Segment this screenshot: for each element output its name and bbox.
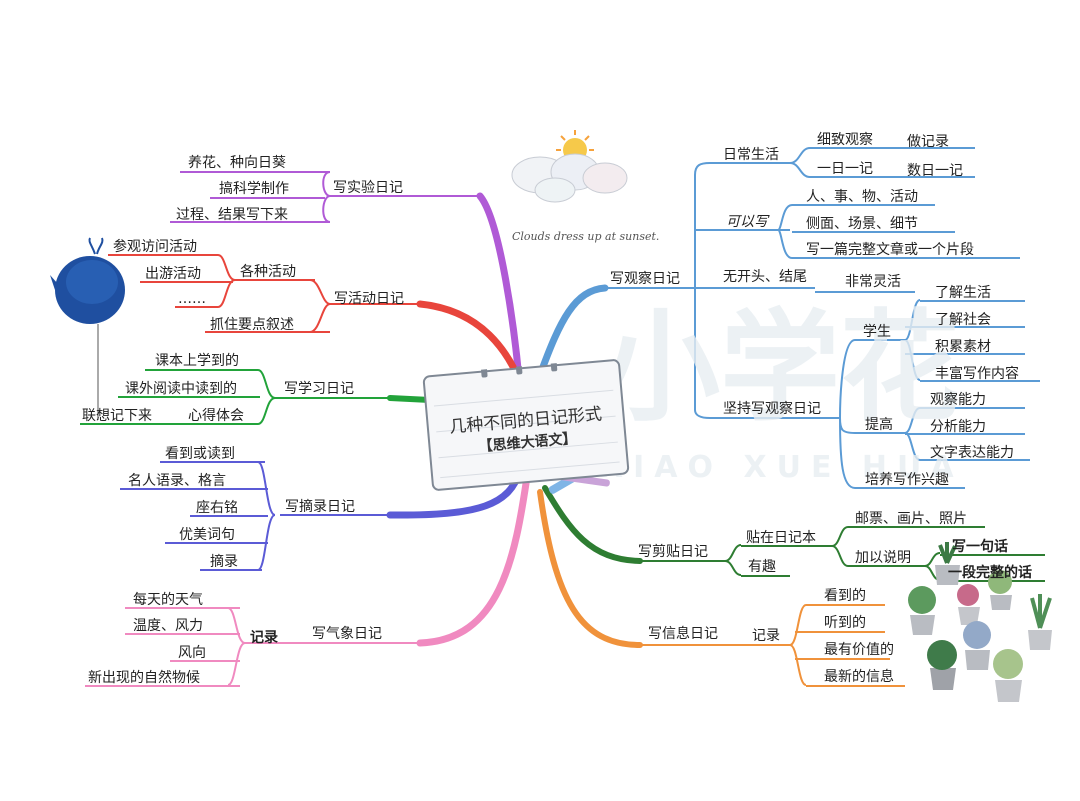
branch-experiment-trunk [476, 192, 524, 394]
paste-leaf: 邮票、画片、照片 [855, 511, 967, 527]
improve-item: 文字表达能力 [930, 445, 1014, 461]
watermark-han: 小学花 [600, 299, 960, 438]
observe-diary-node: 写观察日记 [610, 271, 680, 287]
notebook-icon [422, 359, 630, 491]
study-item: 联想记下来 [82, 408, 152, 424]
activity-item: 抓住要点叙述 [210, 317, 294, 333]
student-item: 了解社会 [935, 312, 991, 328]
experiment-diary-node: 写实验日记 [333, 180, 403, 196]
succulents-illustration [908, 542, 1052, 702]
student-item: 积累素材 [935, 339, 991, 355]
activity-item: 参观访问活动 [113, 239, 197, 255]
info-item: 最新的信息 [824, 669, 894, 685]
whale-balloon-illustration [50, 237, 125, 420]
info-record-node: 记录 [752, 628, 780, 644]
weather-item: 温度、风力 [133, 618, 203, 634]
explain-item: 写一句话 [952, 539, 1008, 555]
daily-sub-node: 细致观察 [817, 132, 873, 148]
branch-study-trunk [387, 395, 433, 403]
improve-item: 观察能力 [930, 392, 986, 408]
experiment-item: 过程、结果写下来 [176, 207, 288, 223]
weather-item: 每天的天气 [133, 592, 203, 608]
daily-leaf: 做记录 [907, 134, 949, 150]
weather-item: 新出现的自然物候 [88, 670, 200, 686]
info-item: 最有价值的 [824, 642, 894, 658]
info-lines [640, 604, 905, 687]
fun-node: 有趣 [748, 559, 776, 575]
student-item: 丰富写作内容 [935, 366, 1019, 382]
study-lines [80, 369, 390, 425]
interest-node: 培养写作兴趣 [865, 472, 949, 488]
excerpt-item: 名人语录、格言 [128, 473, 226, 489]
student-item: 了解生活 [935, 285, 991, 301]
persist-node: 坚持写观察日记 [723, 401, 821, 417]
excerpt-item: 座右铭 [196, 500, 238, 516]
cloud-illustration [511, 130, 628, 203]
free-form-leaf: 非常灵活 [845, 274, 901, 290]
study-diary-node: 写学习日记 [284, 381, 354, 397]
activity-diary-node: 写活动日记 [334, 291, 404, 307]
info-item: 看到的 [824, 588, 866, 604]
info-item: 听到的 [824, 615, 866, 631]
info-diary-node: 写信息日记 [648, 626, 718, 642]
center-node: 几种不同的日记形式 【思维大语文】 [421, 358, 631, 493]
excerpt-item: 摘录 [210, 554, 238, 570]
activity-group-node: 各种活动 [240, 264, 296, 280]
can-write-item: 侧面、场景、细节 [806, 216, 918, 232]
experiment-item: 搞科学制作 [219, 181, 289, 197]
student-node: 学生 [863, 324, 891, 340]
experiment-item: 养花、种向日葵 [188, 155, 286, 171]
study-item: 心得体会 [188, 408, 244, 424]
activity-item: …… [178, 291, 206, 307]
improve-item: 分析能力 [930, 419, 986, 435]
explain-item: 一段完整的话 [948, 565, 1032, 581]
watermark-latin: XIAO XUE HUA [600, 450, 964, 485]
free-form-node: 无开头、结尾 [723, 269, 807, 285]
weather-item: 风向 [178, 645, 206, 661]
daily-sub-node: 一日一记 [817, 161, 873, 177]
activity-lines [108, 254, 420, 333]
can-write-item: 人、事、物、活动 [806, 189, 918, 205]
experiment-lines [170, 171, 480, 223]
excerpt-item: 优美词句 [179, 527, 235, 543]
daily-leaf: 数日一记 [907, 163, 963, 179]
excerpt-item: 看到或读到 [165, 446, 235, 462]
weather-lines [85, 607, 420, 687]
explain-node: 加以说明 [855, 550, 911, 566]
weather-diary-node: 写气象日记 [312, 626, 382, 642]
excerpt-diary-node: 写摘录日记 [285, 499, 355, 515]
can-write-item: 写一篇完整文章或一个片段 [806, 242, 974, 258]
can-write-node: 可以写 [726, 214, 768, 230]
improve-node: 提高 [865, 417, 893, 433]
branch-weather-trunk [416, 466, 532, 647]
study-item: 课外阅读中读到的 [125, 381, 237, 397]
weather-record-node: 记录 [250, 630, 278, 646]
branch-info-trunk [537, 489, 643, 648]
branch-observe-trunk [536, 284, 609, 379]
activity-item: 出游活动 [145, 266, 201, 282]
daily-life-node: 日常生活 [723, 147, 779, 163]
paste-node: 贴在日记本 [746, 530, 816, 546]
study-item: 课本上学到的 [155, 353, 239, 369]
cloud-caption: Clouds dress up at sunset. [512, 230, 660, 243]
excerpt-lines [120, 461, 390, 571]
observe-lines [605, 147, 1040, 489]
clip-diary-node: 写剪贴日记 [638, 544, 708, 560]
branch-clip-trunk [542, 485, 643, 564]
